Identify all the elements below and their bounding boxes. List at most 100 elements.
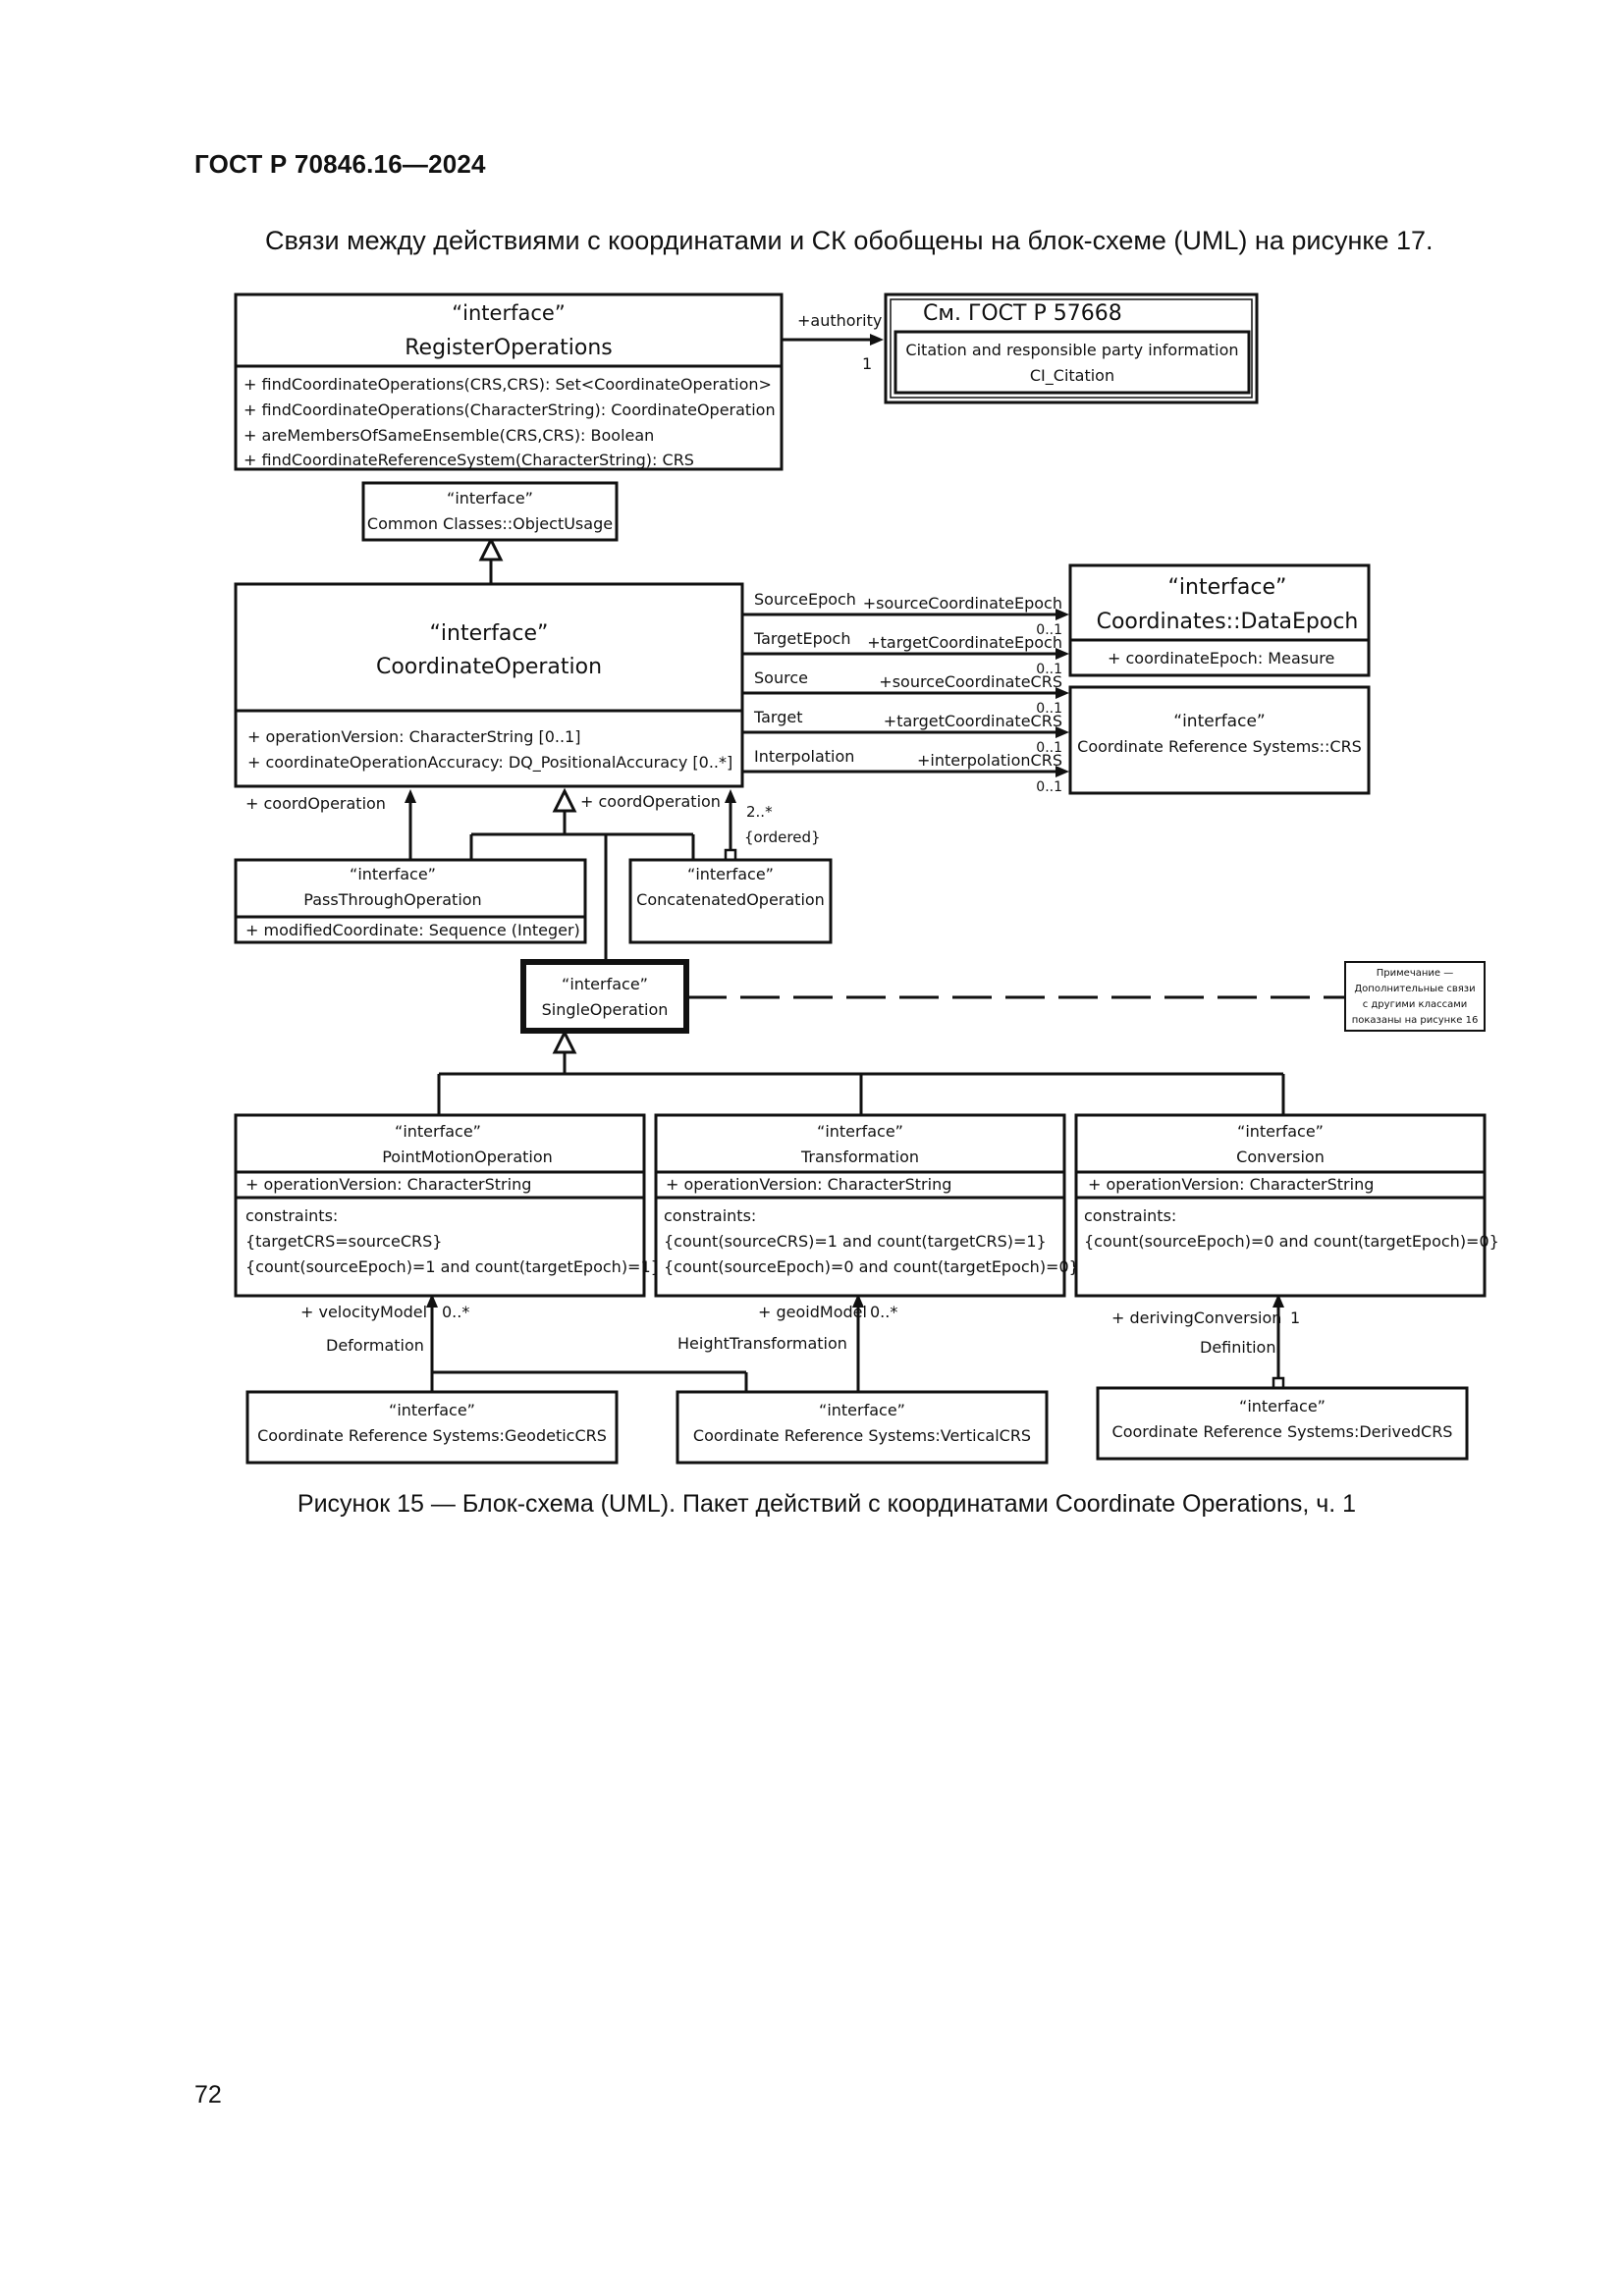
attribute: + operationVersion: CharacterString <box>245 1175 531 1194</box>
class-name: Common Classes::ObjectUsage <box>367 514 613 533</box>
derived-crs-class: “interface” Coordinate Reference Systems… <box>1096 1386 1469 1461</box>
attribute: + operationVersion: CharacterString <box>1088 1175 1374 1194</box>
stereotype-label: “interface” <box>389 1401 475 1419</box>
authority-mult: 1 <box>862 354 872 373</box>
deriving-arrow <box>1272 1294 1284 1308</box>
assoc-name-sourceepoch: SourceEpoch <box>754 590 856 609</box>
velocity-arrow <box>426 1294 438 1308</box>
assoc-mult-targetepoch: 0..1 <box>1036 662 1062 677</box>
coordop-role-right: + coordOperation <box>580 792 721 811</box>
height-transformation-label: HeightTransformation <box>677 1334 847 1353</box>
stereotype-label: “interface” <box>687 865 774 883</box>
gost-reference-box: См. ГОСТ Р 57668 Citation and responsibl… <box>884 293 1259 404</box>
deriving-role: + derivingConversion <box>1111 1308 1281 1327</box>
note-box: Примечание — Дополнительные связи с друг… <box>1344 961 1486 1032</box>
class-name: SingleOperation <box>542 1000 669 1019</box>
velocity-role: + velocityModel <box>300 1303 427 1321</box>
assoc-arrow-targetepoch <box>1056 648 1069 660</box>
geoid-arrow <box>852 1294 864 1308</box>
assoc-role-source: +sourceCoordinateCRS <box>879 672 1062 691</box>
stereotype-label: “interface” <box>395 1122 481 1141</box>
assoc-arrow-sourceepoch <box>1056 609 1069 620</box>
class-name: Coordinate Reference Systems:GeodeticCRS <box>257 1426 607 1445</box>
operation-3: + areMembersOfSameEnsemble(CRS,CRS): Boo… <box>244 426 654 445</box>
operation-2: + findCoordinateOperations(CharacterStri… <box>244 400 776 419</box>
operation-1: + findCoordinateOperations(CRS,CRS): Set… <box>244 375 772 394</box>
assoc-mult-interpolation: 0..1 <box>1036 779 1062 795</box>
constraints-label: constraints: <box>664 1206 756 1225</box>
attribute: + coordinateEpoch: Measure <box>1108 649 1334 667</box>
data-epoch-class: “interface” Coordinates::DataEpoch + coo… <box>1068 563 1371 677</box>
class-name: Transformation <box>800 1148 919 1166</box>
assoc-role-targetepoch: +targetCoordinateEpoch <box>867 633 1062 652</box>
transformation-class: “interface” Transformation + operationVe… <box>654 1113 1079 1298</box>
stereotype-label: “interface” <box>430 621 549 646</box>
passthrough-coordop-arrow <box>405 789 416 803</box>
crs-class: “interface” Coordinate Reference Systems… <box>1068 685 1371 795</box>
geodetic-crs-class: “interface” Coordinate Reference Systems… <box>245 1390 619 1465</box>
class-name: Coordinates::DataEpoch <box>1097 610 1359 634</box>
assoc-name-source: Source <box>754 668 808 687</box>
constraint-1: {count(sourceEpoch)=0 and count(targetEp… <box>1084 1232 1499 1251</box>
stereotype-label: “interface” <box>1168 575 1287 600</box>
operation-4: + findCoordinateReferenceSystem(Characte… <box>244 451 694 469</box>
deformation-label: Deformation <box>326 1336 424 1355</box>
figure-caption: Рисунок 15 — Блок-схема (UML). Пакет дей… <box>297 1490 1357 1518</box>
point-motion-operation-class: “interface” PointMotionOperation + opera… <box>234 1113 661 1298</box>
constraint-2: {count(sourceEpoch)=1 and count(targetEp… <box>245 1257 661 1276</box>
generalization-triangle-single <box>552 1029 577 1054</box>
class-name: PointMotionOperation <box>382 1148 553 1166</box>
attribute-1: + operationVersion: CharacterString [0..… <box>247 727 580 746</box>
generalization-triangle-objectusage <box>478 536 504 561</box>
citation-line-2: CI_Citation <box>1030 366 1114 386</box>
pass-through-operation-class: “interface” PassThroughOperation + modif… <box>234 858 587 944</box>
coordinate-operation-class: “interface” CoordinateOperation + operat… <box>234 582 744 788</box>
note-line-3: с другими классами <box>1363 999 1468 1010</box>
coordop-role-left: + coordOperation <box>245 794 386 813</box>
assoc-name-interpolation: Interpolation <box>754 747 854 766</box>
object-usage-class: “interface” Common Classes::ObjectUsage <box>361 481 619 542</box>
assoc-mult-sourceepoch: 0..1 <box>1036 622 1062 638</box>
class-name: Conversion <box>1236 1148 1325 1166</box>
assoc-name-target: Target <box>753 708 803 726</box>
assoc-arrow-interpolation <box>1056 766 1069 777</box>
stereotype-label: “interface” <box>1239 1397 1326 1415</box>
constraints-label: constraints: <box>1084 1206 1176 1225</box>
note-line-1: Примечание — <box>1377 968 1453 979</box>
concat-multiplicity: 2..* <box>746 803 773 821</box>
assoc-role-target: +targetCoordinateCRS <box>884 712 1062 730</box>
assoc-arrow-source <box>1056 687 1069 699</box>
intro-paragraph: Связи между действиями с координатами и … <box>265 226 1434 255</box>
concat-coordop-arrow <box>725 789 736 803</box>
stereotype-label: “interface” <box>817 1122 903 1141</box>
class-name: RegisterOperations <box>405 336 613 360</box>
note-line-2: Дополнительные связи <box>1354 984 1475 994</box>
note-line-4: показаны на рисунке 16 <box>1352 1015 1479 1026</box>
stereotype-label: “interface” <box>819 1401 905 1419</box>
concatenated-operation-class: “interface” ConcatenatedOperation <box>628 858 833 944</box>
assoc-name-targetepoch: TargetEpoch <box>753 629 851 648</box>
assoc-role-interpolation: +interpolationCRS <box>917 751 1062 770</box>
class-name: PassThroughOperation <box>303 890 481 909</box>
constraint-2: {count(sourceEpoch)=0 and count(targetEp… <box>664 1257 1079 1276</box>
stereotype-label: “interface” <box>1237 1122 1324 1141</box>
assoc-role-sourceepoch: +sourceCoordinateEpoch <box>863 594 1062 613</box>
authority-arrowhead <box>870 334 884 346</box>
velocity-mult: 0..* <box>442 1303 469 1321</box>
assoc-arrow-target <box>1056 726 1069 738</box>
assoc-mult-target: 0..1 <box>1036 740 1062 756</box>
generalization-triangle-coordop <box>552 787 577 813</box>
constraints-label: constraints: <box>245 1206 338 1225</box>
geoid-mult: 0..* <box>870 1303 897 1321</box>
document-header: ГОСТ Р 70846.16—2024 <box>194 149 486 179</box>
attribute: + operationVersion: CharacterString <box>666 1175 951 1194</box>
attribute: + modifiedCoordinate: Sequence (Integer) <box>245 921 580 939</box>
attribute-2: + coordinateOperationAccuracy: DQ_Positi… <box>247 753 732 773</box>
class-name: Coordinate Reference Systems::CRS <box>1077 737 1362 756</box>
register-operations-class: “interface” RegisterOperations + findCoo… <box>234 293 784 471</box>
uml-diagram: “interface” RegisterOperations + findCoo… <box>234 293 1499 1465</box>
constraint-1: {count(sourceCRS)=1 and count(targetCRS)… <box>664 1232 1047 1251</box>
deriving-mult: 1 <box>1290 1308 1300 1327</box>
class-name: ConcatenatedOperation <box>636 890 825 909</box>
conversion-class: “interface” Conversion + operationVersio… <box>1074 1113 1499 1298</box>
